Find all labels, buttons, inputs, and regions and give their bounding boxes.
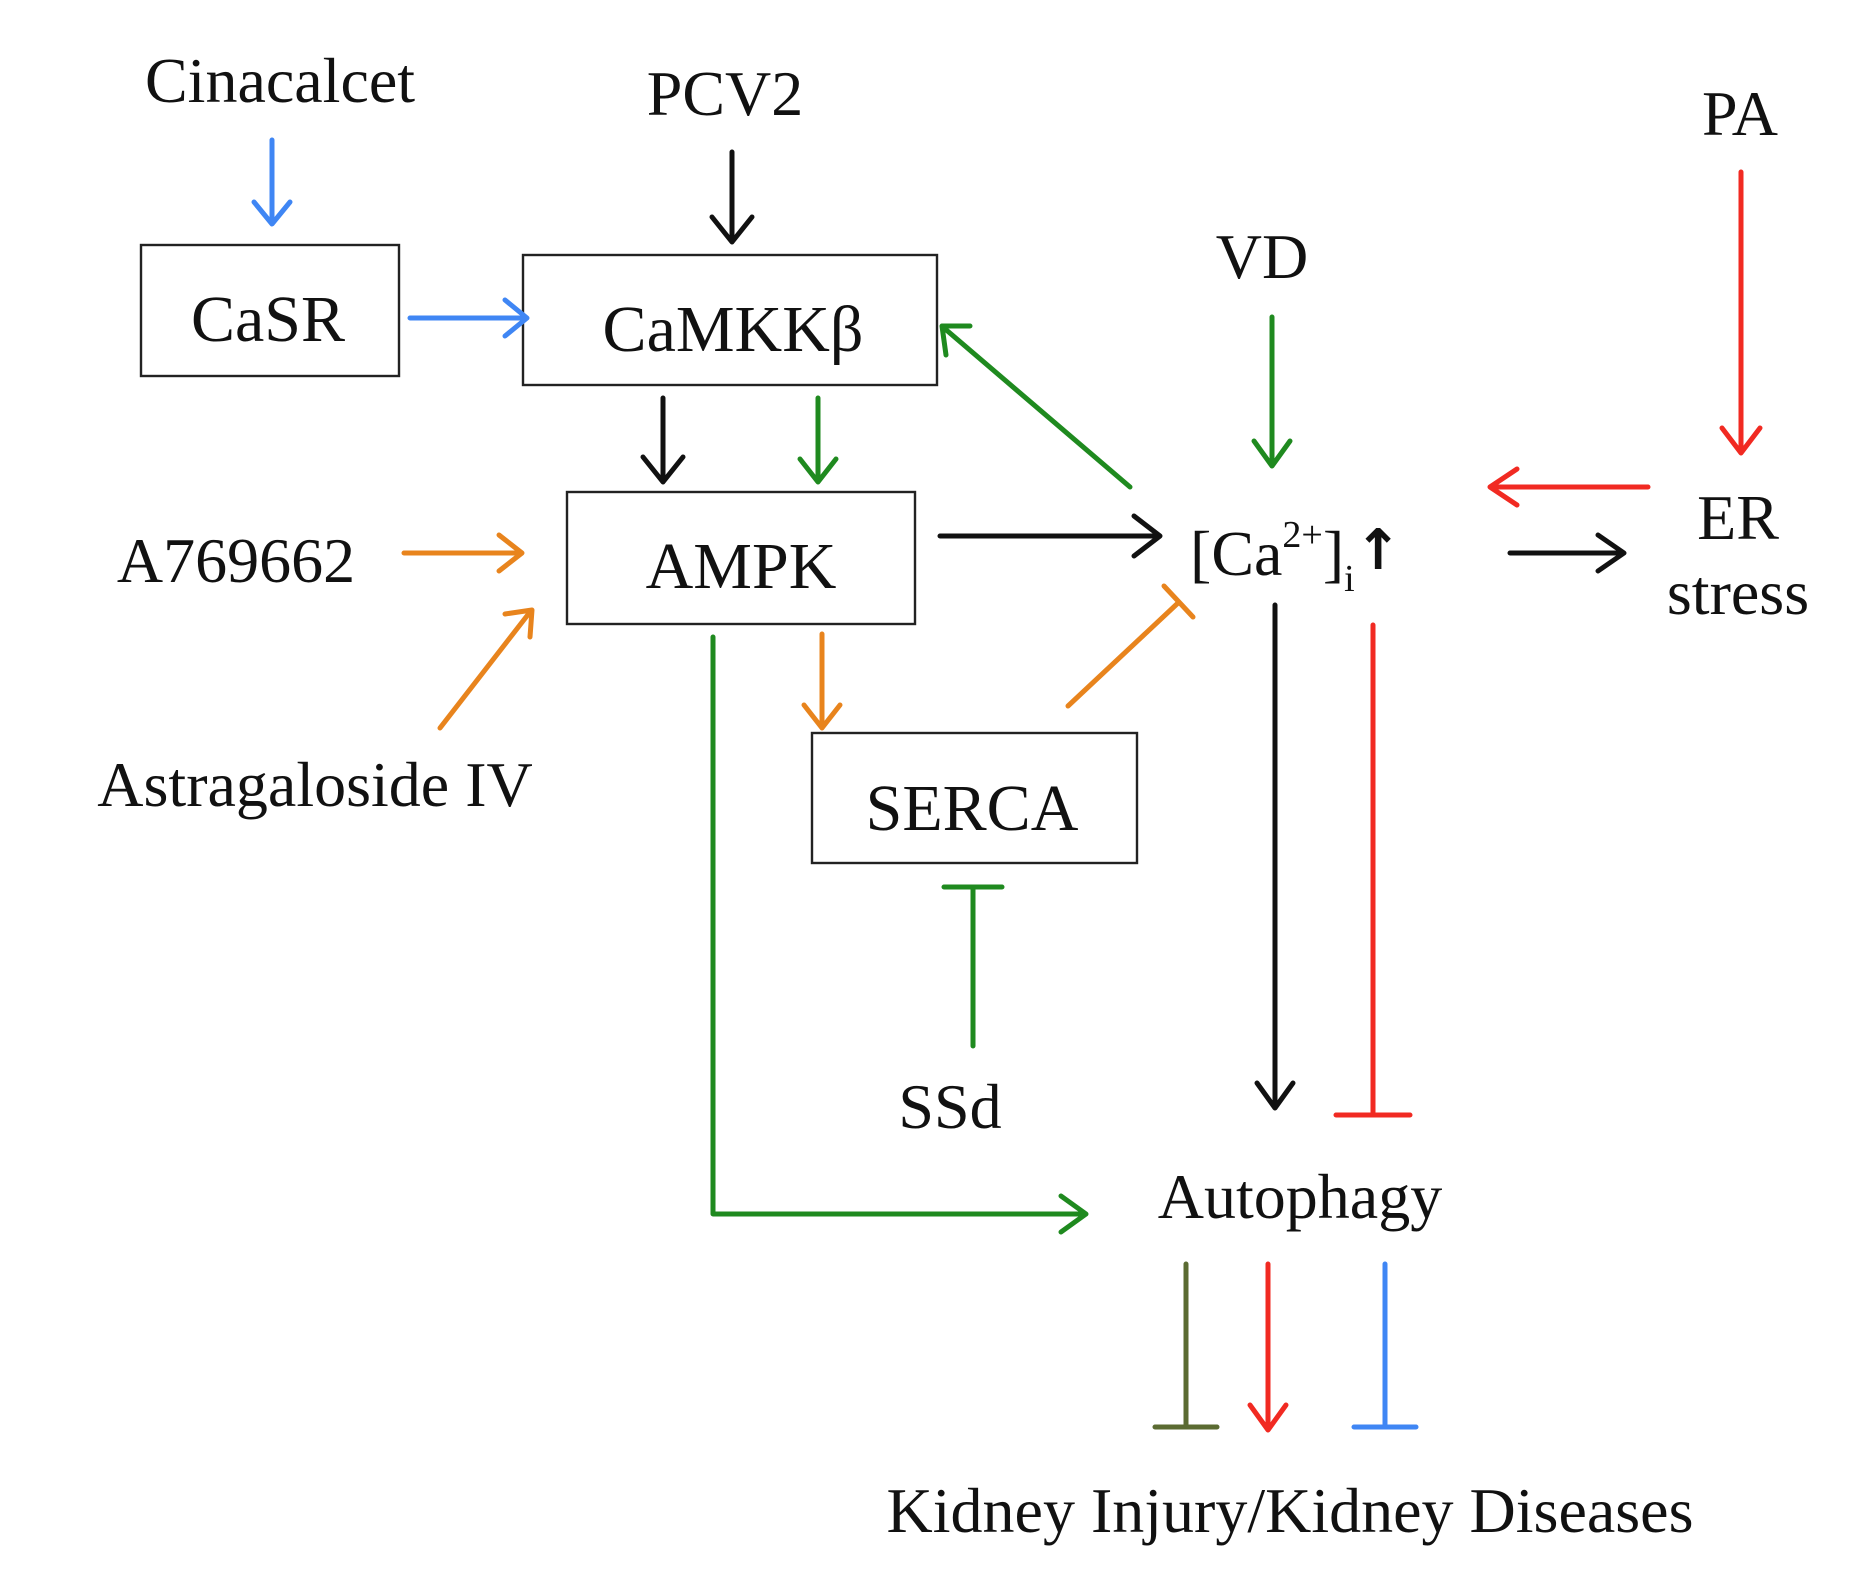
edge-ca-autophagy: [1254, 602, 1296, 1111]
label-ca: [Ca2+]i↑: [1190, 514, 1402, 600]
edge-astragaloside-ampk: [437, 607, 535, 731]
edge-autophagy-kidney-olive: [1152, 1261, 1220, 1430]
label-serca: SERCA: [866, 772, 1079, 845]
label-camkkb: CaMKKβ: [603, 293, 864, 366]
edge-er-ca: [1487, 466, 1651, 508]
ca-superscript: 2+: [1282, 514, 1322, 556]
ca-subscript: i: [1344, 558, 1355, 600]
edge-ca-autophagy-inhibit: [1333, 622, 1413, 1118]
label-casr: CaSR: [191, 283, 345, 356]
casr-box: [139, 243, 401, 378]
edge-camkkb-ampk-green: [797, 395, 839, 485]
ca-base: [Ca: [1190, 518, 1282, 589]
label-ampk: AMPK: [646, 530, 837, 603]
edge-casr-camkkb: [407, 297, 530, 339]
edge-autophagy-kidney-blue: [1351, 1261, 1419, 1430]
edge-camkkb-ampk-black: [640, 395, 686, 485]
edge-ampk-ca: [937, 513, 1163, 559]
edge-cinacalcet-casr: [251, 137, 293, 227]
edge-ssd-serca: [941, 884, 1005, 1049]
edge-vd-ca: [1251, 314, 1293, 469]
edge-pa-er: [1719, 169, 1763, 456]
edge-a769662-ampk: [401, 532, 525, 574]
serca-box: [810, 731, 1139, 865]
label-er-line2: stress: [1667, 557, 1809, 628]
camkkb-box: [521, 253, 939, 387]
label-cinacalcet: Cinacalcet: [145, 45, 415, 116]
edge-ampk-serca: [801, 631, 843, 731]
ca-up-arrow: ↑: [1355, 518, 1402, 583]
ampk-box: [565, 490, 917, 626]
ca-close-bracket: ]: [1323, 518, 1344, 589]
label-astragaloside: Astragaloside IV: [97, 749, 532, 820]
edge-autophagy-kidney-red: [1247, 1261, 1289, 1433]
edge-pcv2-camkkb: [709, 149, 755, 245]
edge-serca-ca: [1065, 583, 1196, 709]
label-autophagy: Autophagy: [1158, 1161, 1442, 1232]
label-vd: VD: [1216, 221, 1308, 292]
label-pcv2: PCV2: [647, 58, 804, 129]
edge-ampk-autophagy: [710, 634, 1089, 1235]
label-a769662: A769662: [117, 525, 355, 596]
label-ssd: SSd: [898, 1071, 1001, 1142]
label-er-line1: ER: [1697, 482, 1779, 553]
edge-ca-camkkb: [939, 323, 1133, 490]
label-kidney: Kidney Injury/Kidney Diseases: [887, 1475, 1694, 1546]
label-pa: PA: [1702, 78, 1778, 149]
edge-ca-er: [1507, 532, 1627, 574]
